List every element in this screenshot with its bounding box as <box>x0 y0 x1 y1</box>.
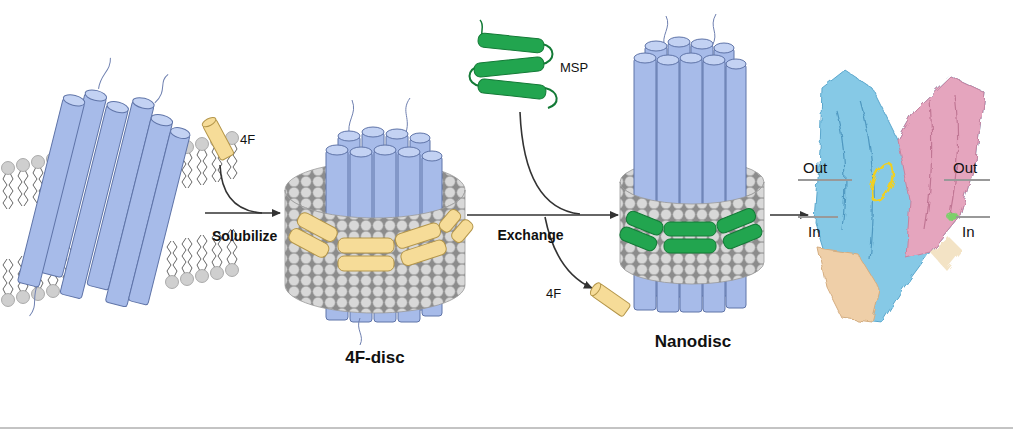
peptide-label: 4F <box>240 132 255 147</box>
peptide-4f <box>201 115 235 160</box>
process-arrow <box>770 214 808 216</box>
step-label: Solubilize <box>212 228 277 244</box>
nanodisc <box>618 14 764 312</box>
exchange-arrow <box>467 214 618 216</box>
membrane-boundary <box>798 179 852 181</box>
density-map <box>815 70 984 322</box>
bottom-rule <box>0 428 1013 429</box>
merge-curve <box>220 165 262 213</box>
membrane-boundary <box>798 216 838 218</box>
membrane-boundary <box>944 179 990 181</box>
panel-title: Nanodisc <box>651 330 736 354</box>
step-label: Exchange <box>497 227 563 243</box>
side-label: Out <box>803 159 827 176</box>
membrane-protein <box>10 49 203 343</box>
peptide-4f <box>588 281 631 317</box>
figure-panel: Nanodisc <box>618 28 768 354</box>
disc-4f <box>285 98 475 345</box>
figure-panel: 4F-disc <box>283 100 467 370</box>
side-label: In <box>808 223 821 240</box>
panel-title: 4F-disc <box>341 346 409 370</box>
side-label: In <box>962 223 975 240</box>
side-label: Out <box>953 159 977 176</box>
peptide-label: 4F <box>546 286 561 301</box>
protein-label: MSP <box>560 60 588 75</box>
msp-protein <box>470 20 557 108</box>
msp-curve <box>520 112 580 214</box>
solubilize-arrow <box>205 212 280 214</box>
membrane-boundary <box>956 216 990 218</box>
